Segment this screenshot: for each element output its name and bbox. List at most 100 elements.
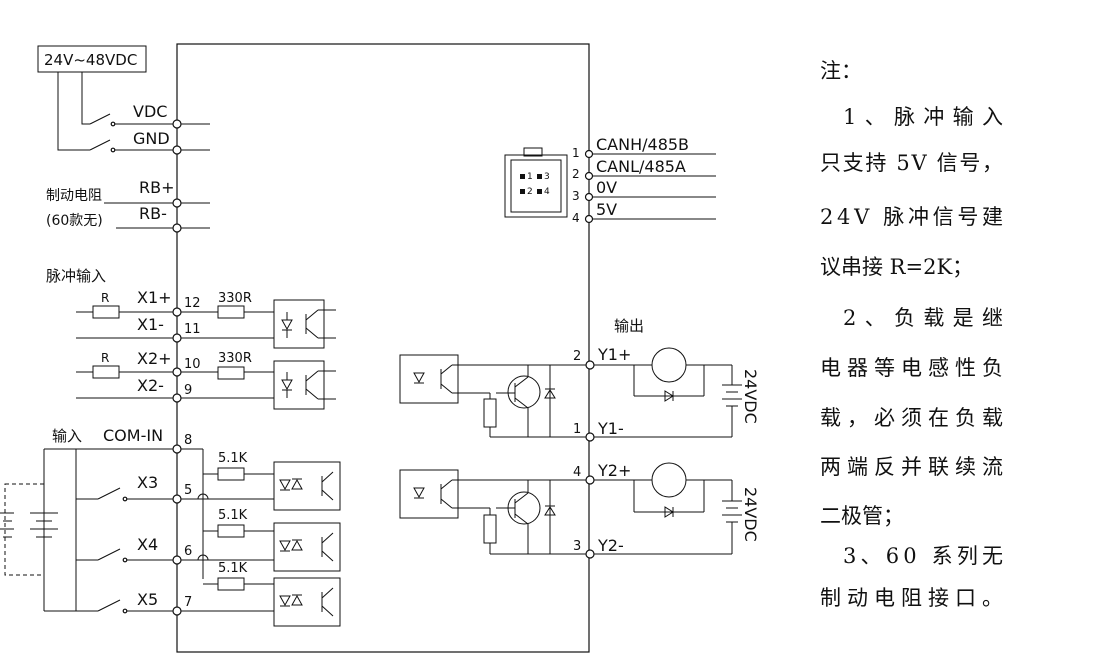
output-resistor-2 xyxy=(483,514,497,544)
pin11-label: 11 xyxy=(184,322,201,337)
optocoupler-x1 xyxy=(273,299,336,349)
can-pin4-num: 4 xyxy=(572,211,580,225)
can-pin1-num: 1 xyxy=(572,146,580,160)
note-line-7: 电器等电感性负 xyxy=(820,356,1003,380)
conn-4: 4 xyxy=(544,187,550,197)
note-line-4: 24V 脉冲信号建 xyxy=(820,205,1003,229)
pulse-r1-label: R xyxy=(101,291,109,305)
note-line-1: 注： xyxy=(820,59,862,83)
pin7-label: 7 xyxy=(184,595,192,610)
pin-10 xyxy=(172,367,182,377)
pulse-resistor-1 xyxy=(92,305,120,319)
load-relay-2 xyxy=(651,462,687,498)
gnd-label: GND xyxy=(133,129,170,148)
y2-minus-label: Y2- xyxy=(597,536,624,555)
y1-supply-label: 24VDC xyxy=(741,369,760,424)
supply-label: 24V~48VDC xyxy=(44,51,137,69)
optocoupler-x2 xyxy=(273,360,336,410)
conn-3: 3 xyxy=(544,172,550,182)
pulse-resistor-2 xyxy=(92,365,120,379)
rb-plus-label: RB+ xyxy=(139,178,175,197)
canl-label: CANL/485A xyxy=(596,157,686,176)
can-pins: 1 2 3 4 CANH/485B CANL/485A 0V 5V xyxy=(572,135,716,225)
out-pin1-label: 1 xyxy=(573,422,581,437)
outputs-section: 输出 2 1 Y1+ Y1- xyxy=(399,317,760,559)
pin-11 xyxy=(172,333,182,343)
brake-section: 制动电阻 (60款无) RB+ RB- xyxy=(46,178,210,233)
pin12-label: 12 xyxy=(184,296,201,311)
pin-9 xyxy=(172,393,182,403)
input-resistor-x3 xyxy=(217,467,245,481)
load-relay-1 xyxy=(651,347,687,383)
output-opto-1 xyxy=(399,354,459,404)
x2-minus-label: X2- xyxy=(137,376,164,395)
note-line-10: 二极管； xyxy=(820,504,904,528)
notes: 注： 1、脉冲输入 只支持 5V 信号， 24V 脉冲信号建 议串接 R=2K；… xyxy=(820,59,1003,610)
pulse-r2-label: R xyxy=(101,351,109,365)
rb-minus-terminal xyxy=(172,223,182,233)
outputs-title: 输出 xyxy=(614,317,644,335)
rb-plus-terminal xyxy=(172,198,182,208)
pin-out-1 xyxy=(585,432,595,442)
x1-minus-label: X1- xyxy=(137,315,164,334)
x4-label: X4 xyxy=(137,535,158,554)
power-section: 24V~48VDC VDC GND xyxy=(37,45,210,155)
r51k-2-label: 5.1K xyxy=(218,508,248,523)
conn-1: 1 xyxy=(527,172,533,182)
note-line-12: 制动电阻接口。 xyxy=(820,586,1003,610)
brake-label-2: (60款无) xyxy=(46,213,103,229)
note-line-6: 2、负载是继 xyxy=(843,306,1003,330)
rb-minus-label: RB- xyxy=(139,204,167,223)
inputs-section: 输入 COM-IN 8 X3 5 X4 6 xyxy=(0,426,274,616)
supply-box xyxy=(37,45,147,73)
optocoupler-x3 xyxy=(273,461,341,511)
pulse-title: 脉冲输入 xyxy=(46,267,106,285)
pin10-label: 10 xyxy=(184,357,201,372)
x1-plus-label: X1+ xyxy=(137,288,172,307)
r330-1-label: 330R xyxy=(218,291,252,306)
canh-label: CANH/485B xyxy=(596,135,689,154)
pulse-resistor-330-2 xyxy=(217,366,245,380)
y2-plus-label: Y2+ xyxy=(597,461,631,480)
pin-6 xyxy=(172,555,182,565)
optocoupler-x5 xyxy=(273,577,341,627)
note-line-3: 只支持 5V 信号， xyxy=(820,151,1003,175)
transistor-1 xyxy=(507,375,541,409)
out-pin3-label: 3 xyxy=(573,539,581,554)
pin8-label: 8 xyxy=(184,433,192,448)
zero-v-label: 0V xyxy=(596,178,617,197)
pin-7 xyxy=(172,606,182,616)
y1-plus-label: Y1+ xyxy=(597,345,631,364)
can-pin3-num: 3 xyxy=(572,189,580,203)
note-line-11: 3、60 系列无 xyxy=(843,544,1003,568)
pin5-label: 5 xyxy=(184,483,192,498)
pin-out-3 xyxy=(585,549,595,559)
optocoupler-x4 xyxy=(273,522,341,572)
pin9-label: 9 xyxy=(184,383,192,398)
driver-body xyxy=(176,43,590,653)
y1-minus-label: Y1- xyxy=(597,419,624,438)
brake-label-1: 制动电阻 xyxy=(46,188,102,204)
can-connector: 1 3 2 4 xyxy=(504,147,568,218)
gnd-terminal xyxy=(172,145,182,155)
input-resistor-x4 xyxy=(217,524,245,538)
x3-label: X3 xyxy=(137,473,158,492)
pulse-resistor-330-1 xyxy=(217,305,245,319)
note-line-8: 载，必须在负载 xyxy=(820,406,1003,430)
x5-label: X5 xyxy=(137,590,158,609)
out-pin2-label: 2 xyxy=(573,349,581,364)
vdc-label: VDC xyxy=(133,102,167,121)
note-line-9: 两端反并联续流 xyxy=(820,455,1003,479)
pulse-section: 脉冲输入 R X1+ X1- 12 11 330R R X2+ X2- 10 9… xyxy=(46,267,274,403)
output-opto-2 xyxy=(399,469,459,519)
r51k-1-label: 5.1K xyxy=(218,451,248,466)
can-pin2-num: 2 xyxy=(572,167,580,181)
vdc-terminal xyxy=(172,119,182,129)
r51k-3-label: 5.1K xyxy=(218,561,248,576)
input-resistor-x5 xyxy=(217,577,245,591)
pin-out-4 xyxy=(585,475,595,485)
conn-2: 2 xyxy=(527,187,533,197)
note-line-5: 议串接 R=2K； xyxy=(820,255,973,279)
y2-supply-label: 24VDC xyxy=(741,487,760,542)
pin-out-2 xyxy=(585,360,595,370)
